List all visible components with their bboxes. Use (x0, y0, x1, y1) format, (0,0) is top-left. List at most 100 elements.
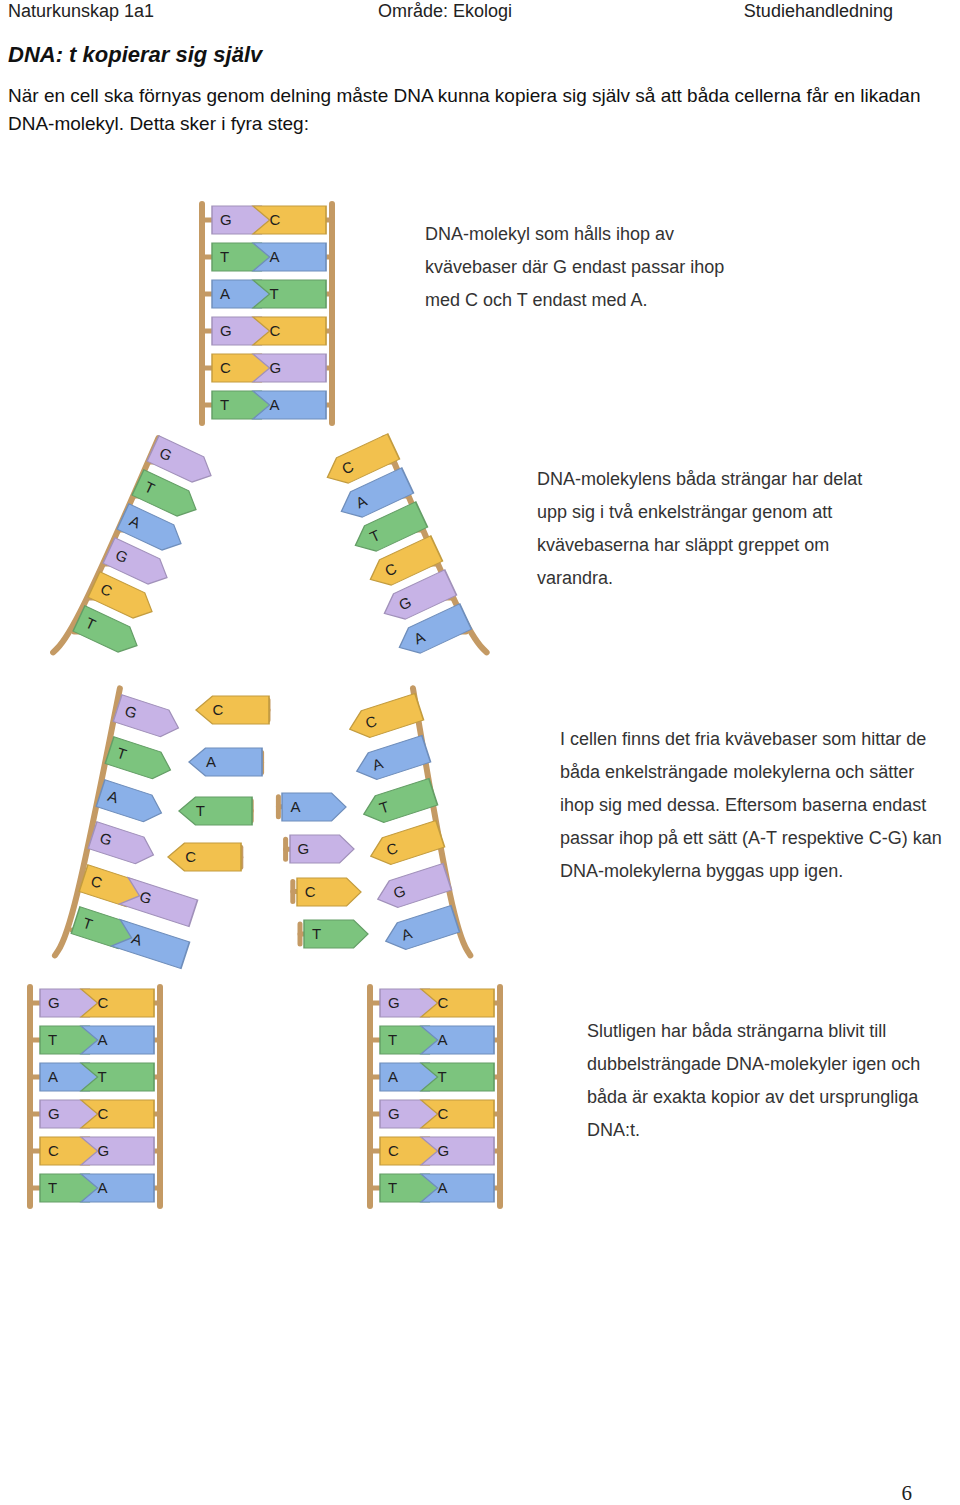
backbone-rail (290, 882, 295, 902)
base-block: G (290, 835, 354, 863)
base-outline (290, 835, 354, 863)
base-shape (189, 748, 262, 776)
base-outline (81, 1137, 154, 1165)
base-letter: G (253, 354, 326, 382)
base-shape (367, 821, 445, 870)
base-outline (421, 1137, 494, 1165)
base-block: C (345, 693, 423, 742)
page-title: DNA: t kopierar sig själv (8, 42, 262, 68)
base-letter: A (352, 736, 430, 785)
base-letter: A (96, 780, 166, 826)
base-block: A (81, 1174, 154, 1202)
base-shape (421, 989, 494, 1017)
base-letter: G (290, 835, 354, 863)
base-block: C (297, 878, 361, 906)
base-block: C (168, 843, 241, 871)
base-outline (73, 606, 143, 658)
base-outline (282, 793, 346, 821)
base-block: G (81, 1137, 154, 1165)
base-outline (253, 391, 326, 419)
base-outline (367, 821, 445, 870)
base-outline (345, 693, 423, 742)
base-outline (381, 905, 459, 954)
header-text: Naturkunskap 1a1 (8, 0, 308, 22)
base-block: T (304, 920, 368, 948)
base-block: C (421, 989, 494, 1017)
base-shape (81, 1174, 154, 1202)
base-shape (119, 877, 197, 926)
base-letter: G (113, 695, 183, 741)
base-block: A (253, 391, 326, 419)
base-shape (253, 206, 326, 234)
base-outline (168, 843, 241, 871)
base-shape (81, 1063, 154, 1091)
base-block: T (253, 280, 326, 308)
base-shape (179, 797, 252, 825)
base-shape (421, 1063, 494, 1091)
base-outline (88, 822, 158, 868)
base-block: A (253, 243, 326, 271)
base-shape (81, 989, 154, 1017)
base-letter: T (253, 280, 326, 308)
base-letter: C (253, 317, 326, 345)
backbone-rail (497, 987, 503, 1206)
page-number: 6 (862, 1480, 912, 1505)
base-block: C (253, 206, 326, 234)
backbone-rail (199, 204, 205, 423)
base-shape (253, 317, 326, 345)
backbone-rail (367, 987, 373, 1206)
base-letter: C (253, 206, 326, 234)
base-outline (253, 354, 326, 382)
base-letter: C (196, 696, 269, 724)
backbone-rail (283, 839, 288, 859)
base-letter: G (119, 877, 197, 926)
base-outline (421, 1174, 494, 1202)
base-block: T (421, 1063, 494, 1091)
base-outline (421, 989, 494, 1017)
base-outline (179, 797, 252, 825)
base-outline (297, 878, 361, 906)
step-description: DNA-molekyl som hålls ihop av kvävebaser… (425, 218, 760, 317)
base-shape (352, 736, 430, 785)
base-block: A (352, 736, 430, 785)
base-letter: G (88, 822, 158, 868)
base-outline (119, 877, 197, 926)
base-outline (421, 1100, 494, 1128)
base-block: C (81, 989, 154, 1017)
base-shape (168, 843, 241, 871)
base-block: G (113, 695, 183, 741)
base-shape (81, 1026, 154, 1054)
base-shape (196, 696, 269, 724)
base-block: A (189, 748, 262, 776)
base-block: T (81, 1063, 154, 1091)
base-outline (105, 737, 175, 783)
base-outline (421, 1026, 494, 1054)
base-letter: C (421, 1100, 494, 1128)
base-block: G (88, 822, 158, 868)
base-outline (421, 1063, 494, 1091)
header-text: Studiehandledning (653, 0, 893, 22)
base-letter: A (421, 1026, 494, 1054)
base-outline (253, 206, 326, 234)
base-block: A (282, 793, 346, 821)
base-outline (374, 863, 452, 912)
base-letter: C (297, 878, 361, 906)
base-block: A (111, 919, 189, 968)
base-letter: C (81, 1100, 154, 1128)
base-shape (359, 778, 437, 827)
base-shape (253, 243, 326, 271)
base-block: C (421, 1100, 494, 1128)
base-block: C (253, 317, 326, 345)
base-outline (253, 317, 326, 345)
base-outline (196, 696, 269, 724)
base-letter: A (253, 243, 326, 271)
base-block: G (421, 1137, 494, 1165)
base-outline (111, 919, 189, 968)
base-outline (189, 748, 262, 776)
base-shape (111, 919, 189, 968)
base-letter: A (421, 1174, 494, 1202)
base-shape (253, 391, 326, 419)
base-shape (345, 693, 423, 742)
base-letter: T (179, 797, 252, 825)
